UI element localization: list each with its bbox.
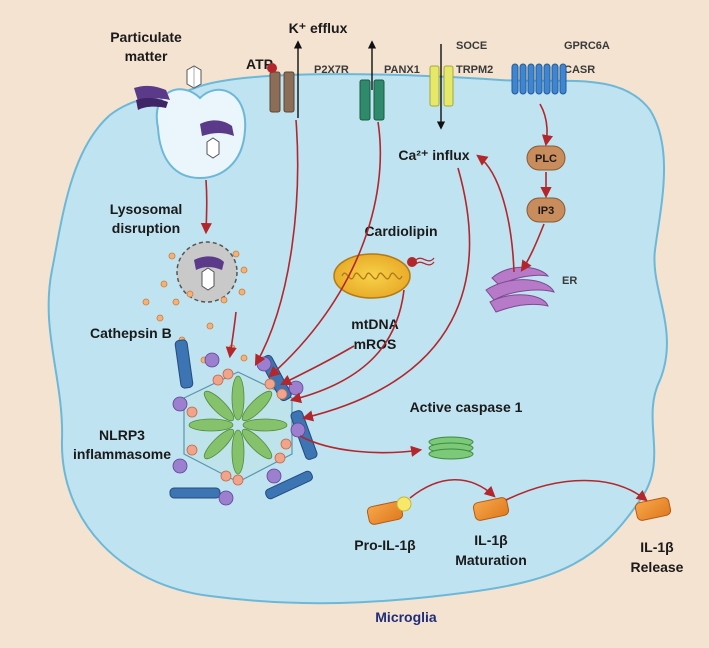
mtdna-label: mtDNA	[351, 316, 398, 332]
p2x7r-label: P2X7R	[314, 64, 349, 76]
ca-influx-label: Ca²⁺ influx	[398, 147, 469, 163]
atp-label: ATP	[246, 56, 273, 72]
particulate-label-2: matter	[125, 48, 168, 64]
caspase-label: Active caspase 1	[410, 399, 523, 415]
receptor-icon	[511, 63, 567, 95]
mitochondrion-icon	[333, 253, 435, 299]
particle-icon	[136, 97, 168, 110]
cathepsin-label: Cathepsin B	[90, 325, 172, 341]
inflammasome-icon	[169, 339, 318, 506]
cytokine-icon	[472, 497, 510, 521]
panx1-label: PANX1	[384, 64, 420, 76]
trpm2-channel	[429, 65, 440, 107]
nlrp3-label-2: inflammasome	[73, 446, 171, 462]
soce-label: SOCE	[456, 40, 487, 52]
phagosome	[155, 88, 247, 180]
er-label: ER	[562, 275, 577, 287]
il-maturation-label-1: IL-1β	[474, 532, 508, 548]
p2x7r-channel	[269, 71, 281, 113]
il-release-label-2: Release	[631, 559, 684, 575]
lysosome-icon	[176, 241, 238, 303]
gprc6a-label: GPRC6A	[564, 40, 610, 52]
p2x7r-channel	[283, 71, 295, 113]
il-release-label-1: IL-1β	[640, 539, 674, 555]
nlrp3-label-1: NLRP3	[99, 427, 145, 443]
particulate-label-1: Particulate	[110, 29, 182, 45]
atp-icon	[267, 63, 277, 73]
microglia-label: Microglia	[375, 609, 437, 625]
trpm2-label: TRPM2	[456, 64, 493, 76]
trpm2-channel	[443, 65, 454, 107]
pathway-arrows	[200, 103, 648, 502]
particle-icon	[134, 85, 170, 101]
k-efflux-label: K⁺ efflux	[289, 20, 348, 36]
mros-label: mROS	[354, 336, 397, 352]
crystal-icon	[186, 65, 202, 89]
cardiolipin-label: Cardiolipin	[364, 223, 437, 239]
panx1-channel	[359, 79, 371, 121]
pro-il-label: Pro-IL-1β	[354, 537, 416, 553]
il-maturation-label-2: Maturation	[455, 552, 527, 568]
caspase-icon	[428, 436, 474, 460]
particle-icon	[200, 120, 234, 136]
microglia-cell	[47, 73, 668, 605]
casr-label: CASR	[564, 64, 595, 76]
ip3-label: IP3	[538, 205, 555, 217]
lysosomal-label-1: Lysosomal	[110, 201, 183, 217]
endoplasmic-reticulum-icon	[485, 266, 555, 313]
cytokine-icon	[634, 497, 672, 521]
cytokine-icon	[366, 496, 412, 525]
panx1-channel	[373, 79, 385, 121]
plc-label: PLC	[535, 153, 557, 165]
lysosomal-label-2: disruption	[112, 220, 180, 236]
crystal-icon	[206, 137, 220, 159]
